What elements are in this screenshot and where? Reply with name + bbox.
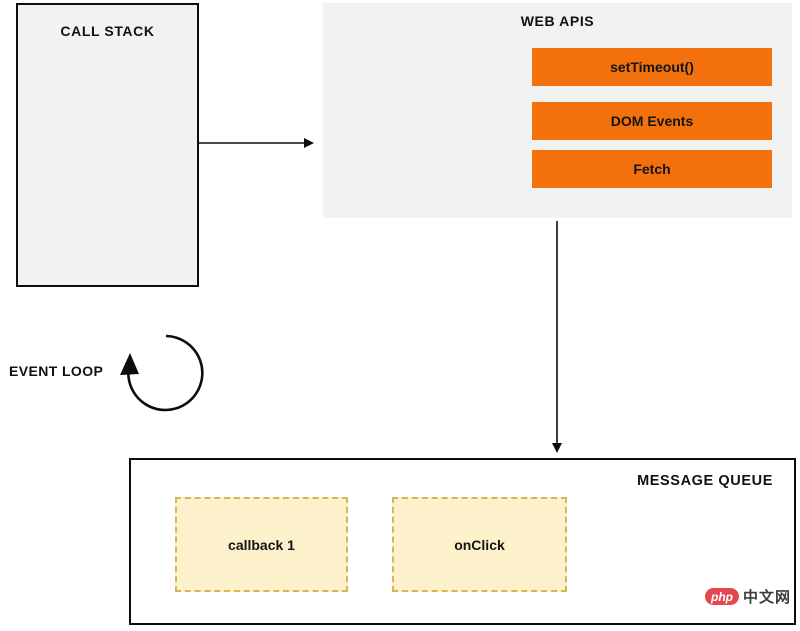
web-apis-title: WEB APIS	[520, 13, 595, 29]
queue-item-callback-1: callback 1	[175, 497, 348, 592]
api-item-settimeout: setTimeout()	[532, 48, 772, 86]
queue-item-onclick: onClick	[392, 497, 567, 592]
event-loop-label: EVENT LOOP	[9, 363, 104, 379]
api-item-fetch: Fetch	[532, 150, 772, 188]
arrow-webapis-to-messagequeue-icon	[552, 221, 562, 453]
api-item-dom-events: DOM Events	[532, 102, 772, 140]
watermark: php 中文网	[705, 586, 791, 607]
call-stack-box: CALL STACK	[16, 3, 199, 287]
call-stack-title: CALL STACK	[60, 23, 155, 39]
message-queue-box: MESSAGE QUEUE callback 1 onClick	[129, 458, 796, 625]
event-loop-icon	[120, 334, 204, 412]
message-queue-title: MESSAGE QUEUE	[637, 473, 773, 489]
watermark-site-text: 中文网	[743, 589, 792, 606]
arrow-callstack-to-webapis-icon	[199, 138, 314, 148]
php-logo-icon: php	[705, 588, 739, 605]
web-apis-box: WEB APIS setTimeout() DOM Events Fetch	[323, 3, 792, 218]
